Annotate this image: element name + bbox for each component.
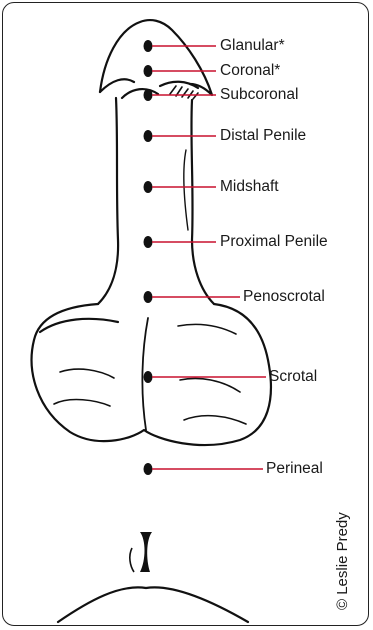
marker-glanular: [144, 40, 153, 52]
label-midshaft: Midshaft: [220, 179, 279, 195]
marker-subcoronal: [144, 89, 153, 101]
label-penoscrotal: Penoscrotal: [243, 289, 325, 305]
site-markers: [144, 40, 153, 475]
scrotum-crease-e: [184, 416, 246, 424]
label-coronal: Coronal*: [220, 63, 280, 79]
scrotum-crease-d: [180, 379, 240, 393]
glans-outline: [100, 20, 212, 95]
foreskin-fold: [122, 89, 158, 98]
marker-distal-penile: [144, 130, 153, 142]
scrotum-crease-a: [60, 369, 114, 378]
scrotum-left-inner: [40, 319, 118, 332]
scrotum-crease-c: [178, 324, 236, 334]
label-perineal: Perineal: [266, 461, 323, 477]
marker-scrotal: [144, 371, 153, 383]
copyright-credit: © Leslie Predy: [334, 512, 351, 610]
label-scrotal: Scrotal: [269, 369, 317, 385]
shaft-right: [191, 100, 214, 304]
scrotum-crease-b: [54, 400, 110, 406]
corona-left: [100, 79, 134, 92]
buttocks-curve: [58, 587, 248, 622]
marker-midshaft: [144, 181, 153, 193]
anal-shadow-left: [130, 548, 134, 572]
label-proximal-penile: Proximal Penile: [220, 234, 328, 250]
marker-penoscrotal: [144, 291, 153, 303]
shaft-left: [98, 98, 118, 304]
label-subcoronal: Subcoronal: [220, 87, 298, 103]
marker-perineal: [144, 463, 153, 475]
label-glanular: Glanular*: [220, 38, 285, 54]
label-distal-penile: Distal Penile: [220, 128, 306, 144]
anal-mark: [140, 532, 152, 572]
marker-proximal-penile: [144, 236, 153, 248]
glans-hatching: [170, 86, 198, 99]
corona-right: [160, 82, 198, 88]
shaft-crease: [184, 150, 188, 230]
marker-coronal: [144, 65, 153, 77]
leader-lines: [152, 46, 266, 469]
